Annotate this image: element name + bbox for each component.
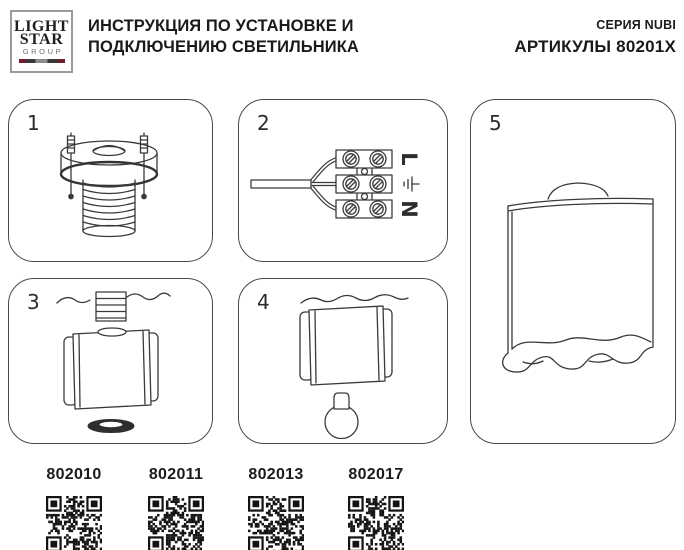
series-name: СЕРИЯ NUBI	[596, 18, 676, 32]
logo-group-text: GROUP	[22, 47, 64, 56]
step-number: 2	[257, 111, 270, 135]
logo-text: LIGHT	[14, 18, 69, 35]
lightstar-logo: LIGHT STAR GROUP	[10, 10, 73, 73]
logo-text: STAR	[19, 31, 64, 48]
qr-code	[46, 496, 102, 550]
step2-wiring-illustration: L N	[250, 149, 421, 219]
article-label: 802017	[348, 466, 404, 483]
qr-code	[148, 496, 204, 550]
step-5-panel: 5	[470, 99, 676, 444]
step-2-panel: 2	[238, 99, 448, 262]
articles-code: АРТИКУЛЫ 80201X	[514, 37, 676, 56]
terminal-screw-icon	[342, 175, 387, 193]
step-3-panel: 3	[8, 278, 213, 444]
line-terminal-label: L	[397, 152, 421, 165]
rim-line	[507, 202, 654, 212]
article-label: 802011	[148, 466, 204, 483]
threaded-stub-icon	[95, 291, 127, 322]
step-number: 3	[27, 290, 40, 314]
ceiling-line	[126, 292, 171, 301]
ceiling-line	[300, 294, 409, 304]
title-line-1: ИНСТРУКЦИЯ ПО УСТАНОВКЕ И	[88, 17, 354, 35]
fixture-body	[299, 305, 393, 386]
cloud-bottom-back-edge	[511, 334, 652, 350]
article-label: 802010	[46, 466, 102, 483]
supply-cable-and-wires	[250, 156, 338, 212]
cloud-detail-line	[588, 358, 614, 363]
light-bulb-icon	[324, 392, 359, 440]
title-line-2: ПОДКЛЮЧЕНИЮ СВЕТИЛЬНИКА	[88, 38, 359, 56]
step-number: 4	[257, 290, 270, 314]
terminal-block	[335, 149, 393, 219]
earth-ground-icon	[403, 176, 420, 192]
terminal-screw-icon	[342, 150, 387, 168]
step1-mounting-base-illustration	[59, 132, 159, 238]
step4-body-with-bulb-illustration	[299, 294, 409, 440]
terminal-screw-icon	[342, 200, 387, 218]
qr-code	[348, 496, 404, 550]
step5-assembled-lamp-illustration	[502, 182, 654, 373]
qr-code	[248, 496, 304, 550]
page-title: ИНСТРУКЦИЯ ПО УСТАНОВКЕ И ПОДКЛЮЧЕНИЮ СВ…	[88, 16, 438, 58]
step3-body-alignment-illustration	[56, 291, 171, 433]
ceiling-line	[56, 296, 91, 304]
step-4-panel: 4	[238, 278, 448, 444]
step-number: 1	[27, 111, 40, 135]
top-cap-line	[547, 182, 609, 200]
decorative-ring-icon	[87, 419, 135, 433]
cloud-bottom-front-edge	[502, 346, 654, 373]
step-1-panel: 1	[8, 99, 213, 262]
logo-stripe	[18, 59, 65, 63]
rim-line	[507, 197, 654, 207]
cloud-detail-line	[522, 360, 544, 365]
neutral-terminal-label: N	[397, 200, 421, 218]
step-number: 5	[489, 111, 502, 135]
fixture-body	[63, 327, 159, 410]
article-label: 802013	[248, 466, 304, 483]
series-info: СЕРИЯ NUBI АРТИКУЛЫ 80201X	[514, 18, 676, 57]
